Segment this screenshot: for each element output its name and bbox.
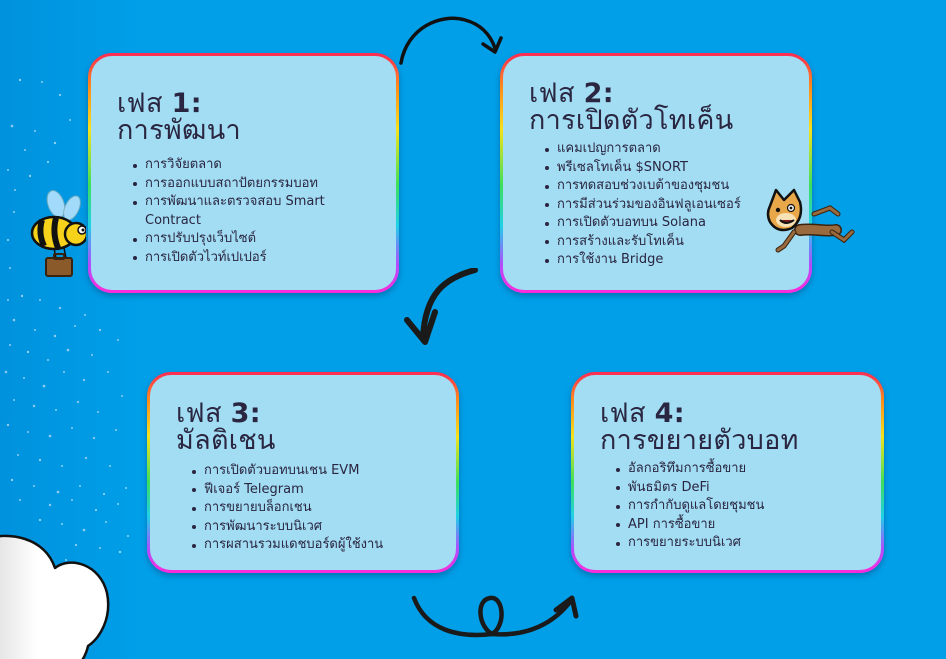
list-item: ฟีเจอร์ Telegram [190,481,456,500]
list-item: API การซื้อขาย [614,516,881,535]
phase-number: 3: [230,398,261,429]
phase-title: การพัฒนา [117,115,241,146]
list-item: การทดสอบช่วงเบต้าของชุมชน [543,177,809,196]
list-item: การสร้างและรับโทเค็น [543,233,809,252]
sparkle-dots [4,78,129,561]
phase-1-items: การวิจัยตลาด การออกแบบสถาปัตยกรรมบอท การ… [131,156,396,267]
phase-4-card: เฟส 4: การขยายตัวบอท อัลกอริทึมการซื้อขา… [571,372,884,573]
list-item: การออกแบบสถาปัตยกรรมบอท [131,175,396,194]
list-item: การเปิดตัวไวท์เปเปอร์ [131,249,396,268]
doge-ant-icon [766,188,855,253]
list-item: การขยายระบบนิเวศ [614,534,881,553]
phase-4-items: อัลกอริทึมการซื้อขาย พันธมิตร DeFi การกำ… [614,460,881,553]
list-item: อัลกอริทึมการซื้อขาย [614,460,881,479]
arrow-curved-down-icon [404,268,478,345]
phase-3-heading: เฟส 3: มัลติเชน [176,400,456,454]
list-item: การผสานรวมแดชบอร์ดผู้ใช้งาน [190,536,456,555]
phase-3-items: การเปิดตัวบอทบนเชน EVM ฟีเจอร์ Telegram … [190,462,456,555]
phase-label: เฟส [117,88,163,119]
list-item: การกำกับดูแลโดยชุมชน [614,497,881,516]
phase-1-card: เฟส 1: การพัฒนา การวิจัยตลาด การออกแบบสถ… [88,53,399,293]
list-item: พรีเซลโทเค็น $SNORT [543,159,809,178]
list-item: การปรับปรุงเว็บไซต์ [131,230,396,249]
phase-number: 4: [654,398,685,429]
list-item: การใช้งาน Bridge [543,251,809,270]
cloud-icon [0,534,110,659]
arrow-loop-right-icon [411,595,579,638]
phase-label: เฟส [600,398,646,429]
list-item: การเปิดตัวบอทบน Solana [543,214,809,233]
arrow-curved-right-icon [399,16,503,65]
phase-4-heading: เฟส 4: การขยายตัวบอท [600,400,881,454]
list-item: การพัฒนาระบบนิเวศ [190,518,456,537]
list-item: การพัฒนาและตรวจสอบ Smart Contract [131,193,361,230]
list-item: แคมเปญการตลาด [543,140,809,159]
list-item: การมีส่วนร่วมของอินฟลูเอนเซอร์ [543,196,809,215]
phase-3-card: เฟส 3: มัลติเชน การเปิดตัวบอทบนเชน EVM ฟ… [147,372,459,573]
bee-with-briefcase-icon [30,190,86,277]
list-item: การขยายบล็อกเชน [190,499,456,518]
phase-title: การขยายตัวบอท [600,425,799,456]
phase-title: มัลติเชน [176,425,276,456]
phase-label: เฟส [529,78,575,109]
phase-2-card: เฟส 2: การเปิดตัวโทเค็น แคมเปญการตลาด พร… [500,53,812,293]
phase-label: เฟส [176,398,222,429]
list-item: การเปิดตัวบอทบนเชน EVM [190,462,456,481]
phase-title: การเปิดตัวโทเค็น [529,105,734,136]
list-item: การวิจัยตลาด [131,156,396,175]
phase-2-items: แคมเปญการตลาด พรีเซลโทเค็น $SNORT การทดส… [543,140,809,270]
phase-1-heading: เฟส 1: การพัฒนา [117,90,396,144]
phase-number: 2: [583,78,614,109]
phase-2-heading: เฟส 2: การเปิดตัวโทเค็น [529,80,809,134]
phase-number: 1: [171,88,202,119]
list-item: พันธมิตร DeFi [614,479,881,498]
